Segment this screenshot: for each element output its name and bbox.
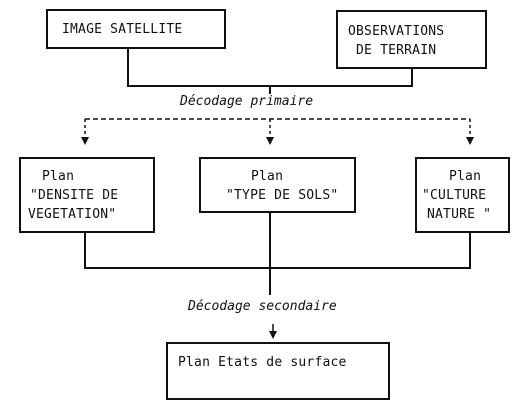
box-observations-terrain-line-2: DE TERRAIN [356,43,437,58]
box-plan-type-sols-line-2: "TYPE DE SOLS" [226,188,339,203]
box-observations-terrain-line-1: OBSERVATIONS [348,24,445,39]
box-image-satellite: IMAGE SATELLITE [46,9,226,49]
box-image-satellite-line-1: IMAGE SATELLITE [62,22,183,37]
box-plan-culture: Plan "CULTURE NATURE " [415,157,510,233]
box-plan-etats-surface-line-1: Plan Etats de surface [178,355,347,370]
arrowhead-center [266,137,274,145]
box-observations-terrain: OBSERVATIONS DE TERRAIN [336,10,487,69]
box-plan-densite-line-3: VEGETATION" [28,207,117,222]
box-plan-type-sols-line-1: Plan [251,169,284,184]
label-decodage-secondaire: Décodage secondaire [185,299,340,314]
label-decodage-primaire: Décodage primaire [177,94,317,109]
box-plan-culture-line-1: Plan [449,169,482,184]
box-plan-culture-line-2: "CULTURE [422,188,487,203]
box-plan-densite-line-2: "DENSITE DE [30,188,119,203]
box-plan-densite-line-1: Plan [42,169,75,184]
box-plan-culture-line-3: NATURE " [427,207,492,222]
arrowhead-left [81,137,89,145]
arrowhead-right [466,137,474,145]
box-plan-etats-surface: Plan Etats de surface [166,342,390,400]
box-plan-type-sols: Plan "TYPE DE SOLS" [199,157,356,213]
arrowhead-secondary [269,331,277,339]
box-plan-densite: Plan "DENSITE DE VEGETATION" [19,157,155,233]
